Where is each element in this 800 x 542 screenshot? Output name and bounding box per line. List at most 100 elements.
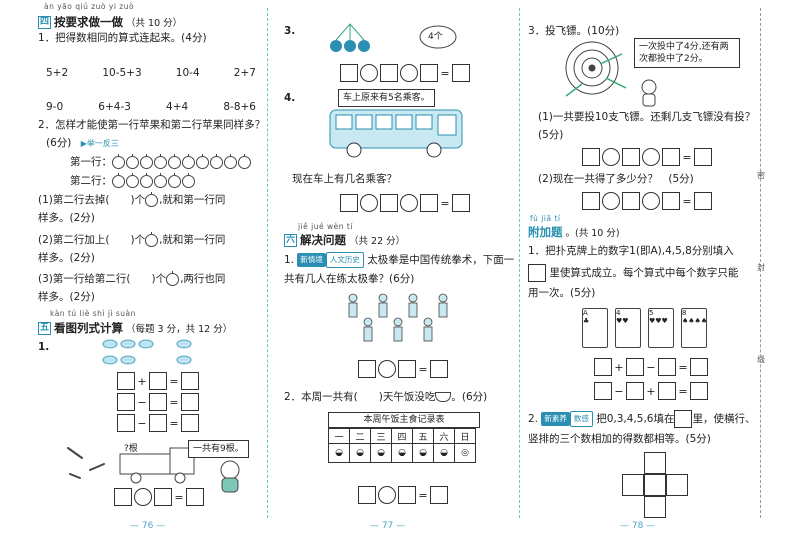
tag-number-sense: 数感 bbox=[569, 411, 593, 427]
answer-box[interactable] bbox=[690, 382, 708, 400]
answer-box[interactable] bbox=[117, 372, 135, 390]
expression[interactable]: 9-0 bbox=[46, 101, 64, 113]
bonus-heading: 附加题 。(共 10 分) bbox=[528, 224, 620, 240]
answer-box[interactable] bbox=[582, 148, 600, 166]
expression[interactable]: 6+4-3 bbox=[98, 101, 131, 113]
answer-box[interactable] bbox=[154, 488, 172, 506]
answer-box[interactable] bbox=[117, 414, 135, 432]
apple-icon bbox=[154, 172, 167, 188]
grid-cell[interactable] bbox=[666, 474, 688, 496]
grid-cell[interactable] bbox=[644, 496, 666, 518]
expression[interactable]: 8-8+6 bbox=[223, 101, 256, 113]
page-77: 3. 4个 = 4. 车上原来有5名乘客。 现在车上有几名乘客？ = jiě j… bbox=[268, 0, 519, 542]
section-points: （每题 3 分，共 12 分） bbox=[126, 324, 233, 335]
apple-icon bbox=[166, 270, 180, 286]
answer-box[interactable] bbox=[117, 393, 135, 411]
answer-box[interactable] bbox=[594, 358, 612, 376]
operator-circle[interactable] bbox=[400, 194, 418, 212]
answer-box[interactable] bbox=[398, 360, 416, 378]
section-pinyin: fù jiā tí bbox=[530, 214, 561, 223]
operator-circle[interactable] bbox=[378, 360, 396, 378]
answer-box[interactable] bbox=[380, 64, 398, 82]
answer-box[interactable] bbox=[622, 148, 640, 166]
question-3: 3. bbox=[284, 25, 296, 37]
answer-box[interactable] bbox=[690, 358, 708, 376]
answer-box[interactable] bbox=[149, 414, 167, 432]
operator-circle[interactable] bbox=[400, 64, 418, 82]
operator-circle[interactable] bbox=[642, 148, 660, 166]
expression[interactable]: 2+7 bbox=[233, 67, 256, 79]
rice-bowl-icon: ◒ bbox=[433, 443, 455, 463]
answer-box[interactable] bbox=[149, 372, 167, 390]
answer-box[interactable] bbox=[420, 194, 438, 212]
operator-circle[interactable] bbox=[602, 192, 620, 210]
operator-circle[interactable] bbox=[378, 486, 396, 504]
operator-circle[interactable] bbox=[602, 148, 620, 166]
answer-box[interactable] bbox=[380, 194, 398, 212]
operator-circle[interactable] bbox=[134, 488, 152, 506]
operator-circle[interactable] bbox=[360, 194, 378, 212]
answer-box[interactable] bbox=[430, 360, 448, 378]
apple-icon bbox=[238, 153, 251, 169]
bus-question: 现在车上有几名乘客？ bbox=[292, 173, 397, 185]
answer-box[interactable] bbox=[658, 382, 676, 400]
equation-row: = bbox=[340, 64, 470, 82]
answer-box[interactable] bbox=[149, 393, 167, 411]
expression[interactable]: 10-4 bbox=[175, 67, 200, 79]
answer-box[interactable] bbox=[340, 64, 358, 82]
answer-box[interactable] bbox=[626, 382, 644, 400]
answer-box[interactable] bbox=[420, 64, 438, 82]
equation-row: = bbox=[340, 194, 470, 212]
answer-box[interactable] bbox=[594, 382, 612, 400]
answer-box[interactable] bbox=[186, 488, 204, 506]
answer-box[interactable] bbox=[181, 414, 199, 432]
cherries-picture bbox=[330, 23, 370, 52]
section-pinyin: kàn tú liè shì jì suàn bbox=[50, 309, 136, 318]
answer-box[interactable] bbox=[694, 148, 712, 166]
expression[interactable]: 10-5+3 bbox=[102, 67, 142, 79]
answer-box[interactable] bbox=[626, 358, 644, 376]
answer-box[interactable] bbox=[452, 194, 470, 212]
grid-cell[interactable] bbox=[644, 474, 666, 496]
playing-card: A♣ bbox=[582, 308, 608, 348]
answer-box[interactable] bbox=[662, 192, 680, 210]
answer-box[interactable] bbox=[622, 192, 640, 210]
expression[interactable]: 5+2 bbox=[46, 67, 69, 79]
leaf-label: 4个 bbox=[428, 32, 443, 42]
answer-box[interactable] bbox=[398, 486, 416, 504]
expression[interactable]: 4+4 bbox=[166, 101, 189, 113]
section-five-heading: 五 看图列式计算 （每题 3 分，共 12 分） bbox=[38, 320, 232, 336]
answer-box[interactable] bbox=[340, 194, 358, 212]
tag-new-literacy: 新素养 bbox=[541, 412, 570, 426]
section-points: （共 22 分） bbox=[349, 236, 406, 247]
answer-box[interactable] bbox=[358, 486, 376, 504]
apple-icon bbox=[210, 153, 223, 169]
bowl-icon bbox=[435, 392, 452, 402]
answer-box[interactable] bbox=[662, 148, 680, 166]
operator-circle[interactable] bbox=[360, 64, 378, 82]
answer-box[interactable] bbox=[358, 360, 376, 378]
answer-box[interactable] bbox=[658, 358, 676, 376]
page-76: àn yāo qiú zuò yi zuò 四 按要求做一做 （共 10 分） … bbox=[0, 0, 267, 542]
answer-box[interactable] bbox=[430, 486, 448, 504]
column-divider bbox=[267, 8, 268, 518]
dartboard-picture bbox=[565, 41, 627, 97]
answer-box[interactable] bbox=[114, 488, 132, 506]
answer-box[interactable] bbox=[582, 192, 600, 210]
answer-box[interactable] bbox=[694, 192, 712, 210]
answer-box[interactable] bbox=[452, 64, 470, 82]
bus-picture bbox=[329, 109, 463, 158]
bonus-question-1-cont: 里使算式成立。每个算式中每个数字只能 bbox=[528, 264, 738, 282]
operator-circle[interactable] bbox=[642, 192, 660, 210]
grid-cell[interactable] bbox=[622, 474, 644, 496]
question-6-2: 2．本周一共有( )天午饭没吃。(6分) bbox=[284, 391, 488, 403]
question-6-1: 1. 新情境人文历史 太极拳是中国传统拳术，下面一 bbox=[284, 252, 515, 268]
seal-label: 线 bbox=[757, 355, 765, 364]
grid-cell[interactable] bbox=[644, 452, 666, 474]
taichi-people-picture bbox=[348, 293, 448, 342]
equation-row: = bbox=[582, 192, 712, 210]
section-pinyin: àn yāo qiú zuò yi zuò bbox=[44, 2, 135, 11]
answer-box[interactable] bbox=[181, 372, 199, 390]
playing-card: 4♥♥ bbox=[615, 308, 641, 348]
answer-box[interactable] bbox=[181, 393, 199, 411]
